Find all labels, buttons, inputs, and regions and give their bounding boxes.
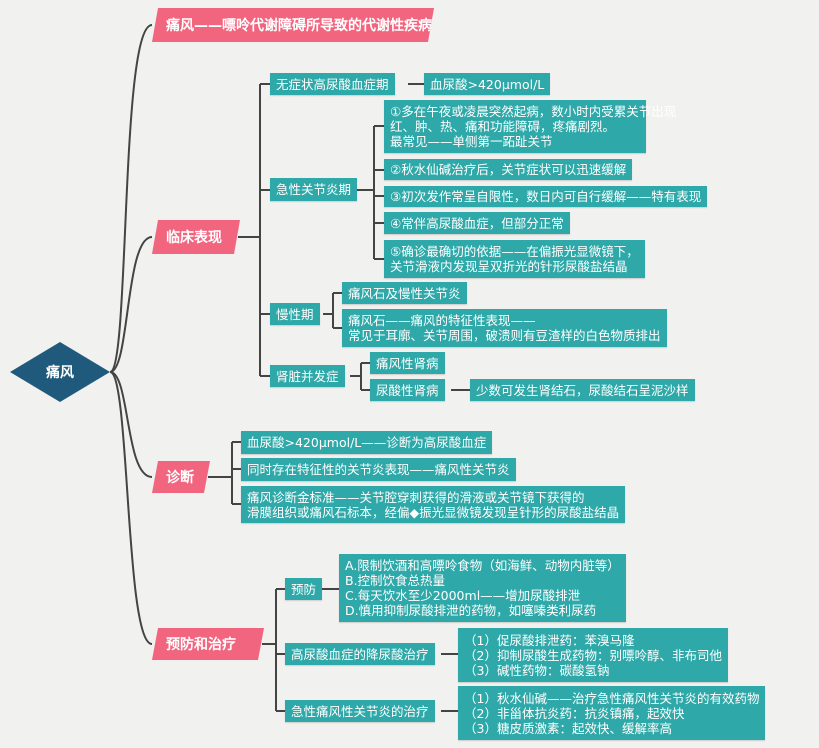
acute-item[interactable]: ④常伴高尿酸血症，但部分正常 xyxy=(384,212,570,234)
chronic-node[interactable]: 慢性期 xyxy=(270,303,320,325)
diagnosis-item[interactable]: 同时存在特征性的关节炎表现——痛风性关节炎 xyxy=(241,458,516,481)
renal-item[interactable]: 尿酸性肾病 xyxy=(370,379,445,401)
acute-item[interactable]: ②秋水仙碱治疗后，关节症状可以迅速缓解 xyxy=(384,159,633,180)
urate-lowering-detail[interactable]: （1）促尿酸排泄药：苯溴马隆 （2）抑制尿酸生成药物：别嘌呤醇、非布司他 （3）… xyxy=(458,628,728,682)
diagnosis-item[interactable]: 痛风诊断金标准——关节腔穿刺获得的滑液或关节镜下获得的 滑膜组织或痛风石标本，经… xyxy=(241,486,626,523)
prevention-node[interactable]: 预防 xyxy=(285,578,323,600)
renal-node[interactable]: 肾脏并发症 xyxy=(270,365,345,387)
uric-nephropathy-detail[interactable]: 少数可发生肾结石，尿酸结石呈泥沙样 xyxy=(470,379,695,401)
chronic-item[interactable]: 痛风石——痛风的特征性表现—— 常见于耳廓、关节周围，破溃则有豆渣样的白色物质排… xyxy=(342,309,667,347)
asymptomatic-detail[interactable]: 血尿酸>420μmol/L xyxy=(424,73,551,95)
diagnosis-item[interactable]: 血尿酸>420μmol/L——诊断为高尿酸血症 xyxy=(241,431,493,454)
acute-item[interactable]: ③初次发作常呈自限性，数日内可自行缓解——特有表现 xyxy=(384,186,708,207)
root-diamond xyxy=(10,342,110,402)
acute-treatment-detail[interactable]: （1）秋水仙碱——治疗急性痛风性关节炎的有效药物 （2）非甾体抗炎药：抗炎镇痛，… xyxy=(458,686,766,740)
acute-item[interactable]: ①多在午夜或凌晨突然起病，数小时内受累关节出现 红、肿、热、痛和功能障碍，疼痛剧… xyxy=(384,100,676,153)
urate-lowering-node[interactable]: 高尿酸血症的降尿酸治疗 xyxy=(285,643,435,665)
renal-item[interactable]: 痛风性肾病 xyxy=(370,352,445,374)
prevention-detail[interactable]: A.限制饮酒和高嘌呤食物（如海鲜、动物内脏等） B.控制饮食总热量 C.每天饮水… xyxy=(339,554,626,622)
diagnosis-node[interactable]: 诊断 xyxy=(152,461,210,493)
root-topic[interactable]: 痛风 xyxy=(46,365,74,381)
asymptomatic-node[interactable]: 无症状高尿酸血症期 xyxy=(270,73,395,95)
chronic-item[interactable]: 痛风石及慢性关节炎 xyxy=(342,282,467,304)
acute-node[interactable]: 急性关节炎期 xyxy=(270,178,358,201)
clinical-node[interactable]: 临床表现 xyxy=(152,220,240,254)
definition-node[interactable]: 痛风——嘌呤代谢障碍所导致的代谢性疾病 xyxy=(152,8,434,42)
acute-item[interactable]: ⑤确诊最确切的依据——在偏振光显微镜下， 关节滑液内发现呈双折光的针形尿酸盐结晶 xyxy=(384,240,645,278)
treatment-node[interactable]: 预防和治疗 xyxy=(152,628,264,660)
acute-treatment-node[interactable]: 急性痛风性关节炎的治疗 xyxy=(285,700,435,722)
